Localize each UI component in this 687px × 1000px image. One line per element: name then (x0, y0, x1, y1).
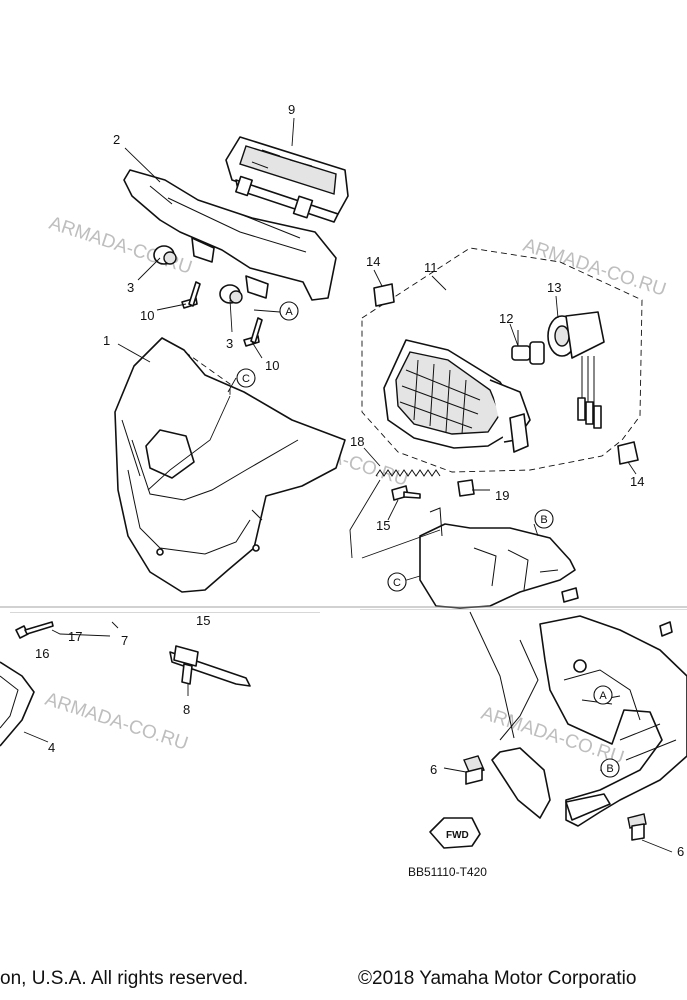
bolt-part (15, 621, 54, 639)
reference-letter-a: A (285, 306, 293, 318)
callout-3: 3 (226, 336, 233, 351)
reference-letter-b: B (606, 763, 613, 775)
callout-6: 6 (430, 762, 437, 777)
callout-19: 19 (495, 488, 509, 503)
callout-15: 15 (196, 613, 210, 628)
screw-part (391, 485, 421, 501)
callout-2: 2 (113, 132, 120, 147)
fwd-label: FWD (446, 830, 469, 841)
copyright-right: ©2018 Yamaha Motor Corporatio (358, 968, 636, 989)
callout-10: 10 (140, 308, 154, 323)
assembly-guides (147, 351, 441, 559)
meter-assembly-part (225, 136, 349, 223)
side-cover-part (0, 661, 35, 747)
clip-part (373, 283, 639, 465)
copyright-left: on, U.S.A. All rights reserved. (0, 968, 248, 989)
spring-part (375, 469, 441, 477)
callout-labels: 9 2 3 10 3 10 14 11 13 12 1 18 14 19 15 … (35, 102, 684, 859)
reference-letter-b: B (540, 514, 547, 526)
headlight-cowl-part (114, 337, 346, 593)
callout-6: 6 (677, 844, 684, 859)
scan-noise (0, 606, 687, 613)
callout-9: 9 (288, 102, 295, 117)
callout-17: 17 (68, 629, 82, 644)
socket-part (547, 311, 605, 429)
reference-letter-c: C (393, 577, 401, 589)
callout-15: 15 (376, 518, 390, 533)
reference-letter-c: C (242, 373, 250, 385)
wire-clamp-part (169, 645, 251, 687)
callout-3: 3 (127, 280, 134, 295)
bulb-part (511, 330, 545, 365)
callout-18: 18 (350, 434, 364, 449)
nut-part (463, 755, 647, 841)
callout-10: 10 (265, 358, 279, 373)
meter-bracket-part (123, 169, 337, 301)
watermark: ARMADA-CO.RU (42, 689, 190, 755)
bolt-part (181, 281, 263, 347)
callout-7: 7 (121, 633, 128, 648)
callout-1: 1 (103, 333, 110, 348)
stay-bracket-part (419, 507, 579, 609)
callout-14: 14 (366, 254, 380, 269)
callout-13: 13 (547, 280, 561, 295)
diagram-code: BB51110-T420 (408, 865, 487, 879)
grommet-part (153, 245, 243, 304)
fwd-arrow-icon: FWD (429, 817, 481, 849)
callout-8: 8 (183, 702, 190, 717)
callout-11: 11 (424, 260, 438, 275)
nut-clip-part (457, 479, 475, 497)
headlight-part (361, 247, 643, 473)
watermark: ARMADA-CO.RU (520, 235, 668, 301)
callout-16: 16 (35, 646, 49, 661)
callout-4: 4 (48, 740, 55, 755)
inner-panel-part (469, 611, 687, 827)
reference-letter-a: A (599, 690, 607, 702)
callout-12: 12 (499, 311, 513, 326)
reference-markers: A C B C A B (236, 301, 620, 778)
callout-14: 14 (630, 474, 644, 489)
